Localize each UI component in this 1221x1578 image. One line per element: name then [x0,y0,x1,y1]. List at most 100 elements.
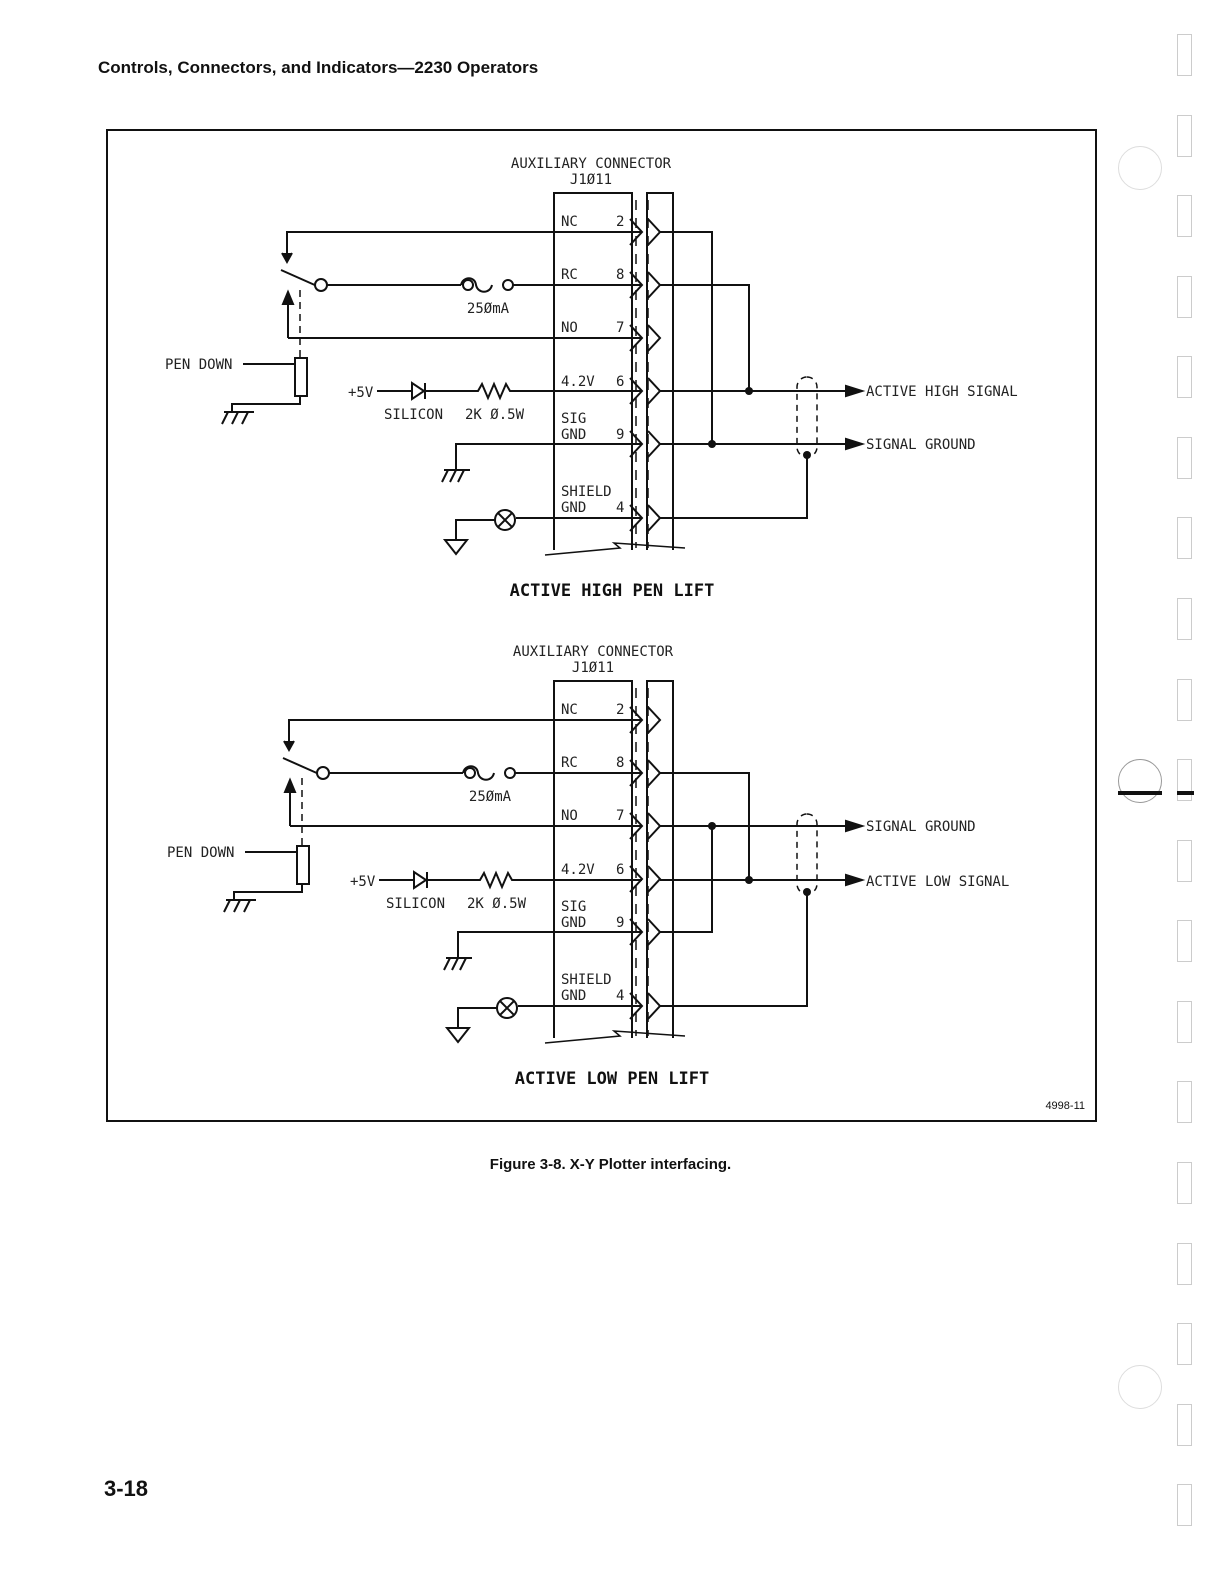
binder-tab [1177,759,1192,801]
pin-number: 4 [616,988,624,1004]
wire-rc-loop [660,772,750,880]
pin-number: 6 [616,862,624,878]
pin-name-nc: NC [561,214,578,230]
pin-number: 9 [616,915,624,931]
binder-tab [1177,1484,1192,1526]
diagram-active-low: AUXILIARY CONNECTOR J1Ø11 NC 2 RC 8 NO 7… [167,644,1009,1089]
binder-tab [1177,195,1192,237]
resistor-label: 2K Ø.5W [467,896,527,912]
binder-tab [1177,1001,1192,1043]
binder-tab [1177,679,1192,721]
binder-tab [1177,115,1192,157]
pin-name-gnd: GND [561,915,586,931]
output-label-top: ACTIVE HIGH SIGNAL [866,384,1018,400]
wire-nc [286,231,642,258]
output-label-bottom: ACTIVE LOW SIGNAL [866,874,1009,890]
pin-name-gnd: GND [561,427,586,443]
switch-contact [314,278,328,292]
wire-sig-gnd-loop [660,826,713,933]
chassis-ground-icon [221,411,254,425]
pin-name-shield: SHIELD [561,484,612,500]
pin-name-shield: SHIELD [561,972,612,988]
pen-down-label: PEN DOWN [167,845,234,861]
pin-name-gnd: GND [561,988,586,1004]
pin-name-rc: RC [561,755,578,771]
binder-tab [1177,1323,1192,1365]
binder-hole [1118,1365,1162,1409]
supply-label: +5V [350,874,376,890]
page-number: 3-18 [104,1476,149,1501]
figure-caption: Figure 3-8. X-Y Plotter interfacing. [489,1156,732,1173]
pin-name-rc: RC [561,267,578,283]
diode-symbol [413,870,428,890]
pen-solenoid [296,845,310,885]
output-label-bottom: SIGNAL GROUND [866,437,976,453]
pin-number: 2 [616,702,624,718]
pin-number: 9 [616,427,624,443]
pin-number: 7 [616,808,624,824]
diode-symbol [411,381,426,401]
pen-solenoid [294,357,308,397]
resistor-symbol [427,870,642,890]
diagram-active-high: AUXILIARY CONNECTOR J1Ø11 NC 2 RC 8 NO 7… [165,156,1018,601]
wire-shield [660,455,808,519]
binder-tab [1177,34,1192,76]
connector-housing [553,192,633,550]
pin-name-gnd: GND [561,500,586,516]
figure-frame: 4998-11 [106,129,1097,1122]
binder-tab [1177,1162,1192,1204]
page-header: Controls, Connectors, and Indicators—223… [98,58,539,77]
chassis-ground-icon [441,469,470,483]
connector-label: AUXILIARY CONNECTOR [513,644,674,660]
fuse-symbol [462,765,495,781]
pin-number: 8 [616,755,624,771]
binder-tab [1177,1081,1192,1123]
binder-tab [1177,840,1192,882]
ground-icon [444,1027,472,1044]
connector-plug [646,192,674,550]
fuse-symbol [460,277,493,293]
connector-plug [646,680,674,1038]
connector-housing [553,680,633,1038]
binder-tab [1177,437,1192,479]
diode-label: SILICON [384,407,443,423]
pin-name-nc: NC [561,702,578,718]
binder-tab [1177,1243,1192,1285]
fuse-label: 25ØmA [467,301,510,317]
binder-mark [1177,791,1194,795]
diagram-title: ACTIVE HIGH PEN LIFT [510,581,715,601]
wire-rc-loop [660,284,750,391]
binder-tab [1177,276,1192,318]
wire-shield [660,892,808,1007]
wire-sig-gnd [457,931,642,958]
wire-nc-loop [660,231,713,444]
pin-name-4v2: 4.2V [561,862,595,878]
shielded-cable [796,376,818,458]
binder-tab [1177,598,1192,640]
pin-number: 4 [616,500,624,516]
binder-tab [1177,517,1192,559]
diagram-title: ACTIVE LOW PEN LIFT [515,1069,709,1089]
chassis-ground-icon [443,957,472,971]
switch-blade [280,269,318,287]
pin-number: 2 [616,214,624,230]
output-label-top: SIGNAL GROUND [866,819,976,835]
switch-blade [282,757,320,775]
wire-sig-gnd [455,443,642,470]
binder-mark [1118,791,1162,795]
chassis-ground-icon [223,899,256,913]
binder-hole [1118,146,1162,190]
supply-label: +5V [348,385,374,401]
ground-icon [442,539,470,556]
binder-tab [1177,920,1192,962]
connector-ref: J1Ø11 [570,172,612,188]
connector-label: AUXILIARY CONNECTOR [511,156,672,172]
binder-tab [1177,356,1192,398]
pin-number: 8 [616,267,624,283]
shielded-cable [796,813,818,895]
pin-number: 6 [616,374,624,390]
resistor-symbol [425,381,642,401]
connector-ref: J1Ø11 [572,660,614,676]
wire-nc [288,719,642,746]
switch-contact [316,766,330,780]
